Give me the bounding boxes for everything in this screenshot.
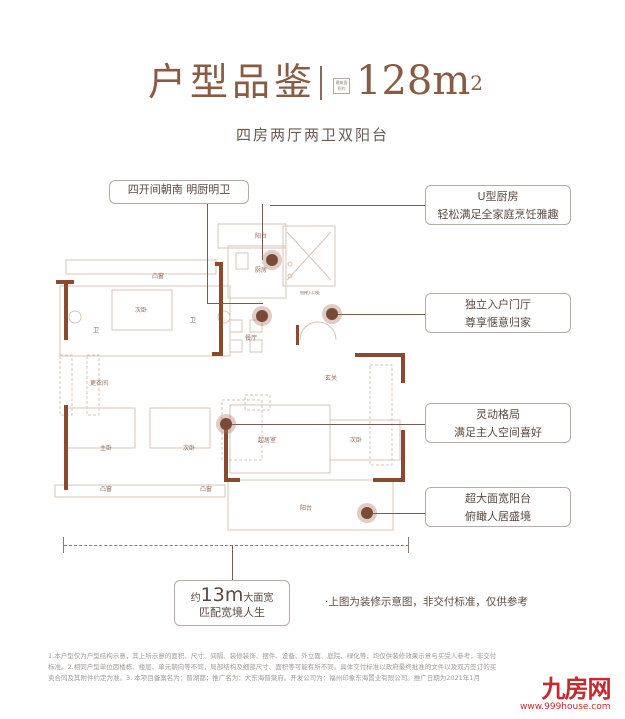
area-tag: 建筑面积约 <box>333 78 350 94</box>
width-suffix: 大面宽 <box>243 593 274 604</box>
callout-leader-line <box>270 205 425 206</box>
svg-text:凸窗: 凸窗 <box>152 272 164 280</box>
watermark-logo: 九房网 <box>541 675 612 703</box>
svg-text:卫: 卫 <box>190 317 196 324</box>
frontage-width-callout: 约13m大面宽 匹配宽境人生 <box>174 580 290 626</box>
area-unit-superscript: 2 <box>470 71 484 95</box>
callout-leader-line <box>368 513 425 514</box>
area-value: 128m2 <box>356 56 483 106</box>
svg-text:凸窗: 凸窗 <box>100 485 112 493</box>
callout-layout: 灵动格局 满足主人空间喜好 <box>425 403 571 443</box>
room-label: 阳台 <box>255 232 267 240</box>
title-divider <box>320 66 322 100</box>
render-note: ·上图为装修示意图，非交付标准，仅供参考 <box>325 596 528 608</box>
svg-text:凸窗: 凸窗 <box>200 485 212 493</box>
watermark: 九房网 www.999house.com <box>520 675 612 712</box>
svg-text:卫: 卫 <box>93 327 99 334</box>
area-number: 128m <box>356 58 471 104</box>
callout-orientation: 四开间朝南 明厨明卫 <box>109 180 249 204</box>
disclaimer-line: 卖合同及其附件约定为准。3. 本项目备案名为：晋湖都；推广名为：大东海晋棠府。开… <box>48 674 480 682</box>
callout-leader-line <box>207 204 208 304</box>
callout-marker-dot <box>361 507 373 519</box>
callout-heading: U型厨房 <box>477 190 519 203</box>
svg-text:阳台: 阳台 <box>300 504 312 512</box>
callout-text: 轻松满足全家庭烹饪雅趣 <box>437 208 559 221</box>
callout-text: 尊享惬意归家 <box>465 316 531 329</box>
callout-text: 四开间朝南 明厨明卫 <box>127 183 231 196</box>
callout-marker-dot <box>220 418 232 430</box>
callout-text: 满足主人空间喜好 <box>454 426 542 439</box>
disclaimer-line: 标准。2.相同户型单位因楼栋、楼层、单元朝向等不同，局部结构及细部尺寸、面积等可… <box>48 663 497 671</box>
callout-heading: 灵动格局 <box>476 408 520 421</box>
svg-text:厨房: 厨房 <box>255 266 267 274</box>
callout-marker-dot <box>266 254 278 266</box>
callout-heading: 独立入户门厅 <box>465 298 531 311</box>
svg-text:电梯入口处: 电梯入口处 <box>300 289 320 295</box>
callout-leader-line <box>207 303 263 304</box>
dimension-tick <box>408 537 409 553</box>
watermark-url: www.999house.com <box>520 702 611 712</box>
callout-balcony: 超大面宽阳台 俯瞰人居盛境 <box>425 487 571 527</box>
layout-subtitle: 四房两厅两卫双阳台 <box>235 126 389 144</box>
disclaimer-line: 1.本户型仅为户型结构示意，其上所示意的面积、尺寸、间隔、装修装饰、摆件、设备、… <box>48 652 497 660</box>
svg-text:起居室: 起居室 <box>258 436 276 444</box>
header: 户型品鉴 建筑面积约 128m2 <box>0 58 625 110</box>
disclaimer: 1.本户型仅为户型结构示意，其上所示意的面积、尺寸、间隔、装修装饰、摆件、设备、… <box>48 651 608 684</box>
callout-foyer: 独立入户门厅 尊享惬意归家 <box>425 293 571 333</box>
callout-heading: 超大面宽阳台 <box>465 492 531 505</box>
svg-text:餐厅: 餐厅 <box>245 334 257 342</box>
svg-text:次卧: 次卧 <box>183 444 195 452</box>
callout-text: 俯瞰人居盛境 <box>465 510 531 523</box>
callout-leader-line <box>262 204 263 260</box>
page-title: 户型品鉴 <box>148 60 317 104</box>
callout-kitchen: U型厨房 轻松满足全家庭烹饪雅趣 <box>425 185 571 225</box>
svg-text:玄关: 玄关 <box>325 374 337 382</box>
width-value: 13m <box>200 584 244 606</box>
callout-marker-dot <box>326 308 338 320</box>
svg-text:次卧: 次卧 <box>135 306 147 314</box>
svg-text:主卧: 主卧 <box>100 444 112 452</box>
callout-marker-dot <box>256 310 268 322</box>
dimension-tick <box>63 537 64 553</box>
callout-leader-line <box>226 424 425 425</box>
svg-text:次卧: 次卧 <box>350 436 362 444</box>
width-tagline: 匹配宽境人生 <box>199 606 265 619</box>
callout-leader-line <box>334 314 425 315</box>
callout-leader-line <box>232 545 233 580</box>
width-prefix: 约 <box>190 593 201 604</box>
svg-text:更衣间: 更衣间 <box>90 379 108 387</box>
width-dimension-line <box>64 545 409 546</box>
